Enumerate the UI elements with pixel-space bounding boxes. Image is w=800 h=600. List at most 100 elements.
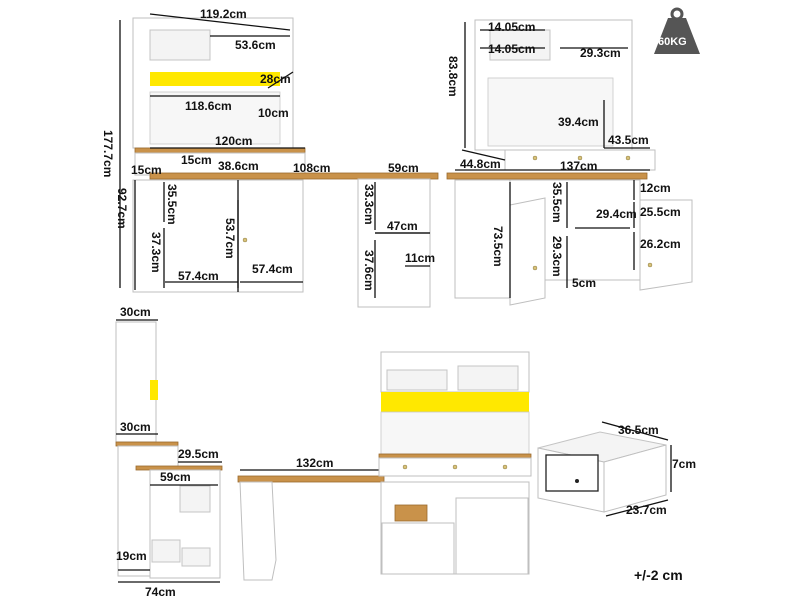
dim-drawer-height: 7cm — [672, 457, 696, 471]
assembled-knob — [452, 464, 458, 470]
back-drawer-knob — [625, 155, 631, 161]
back-view: 14.05cm 14.05cm 29.3cm 83.8cm 39.4cm 43.… — [446, 19, 693, 306]
dim-line — [461, 149, 506, 161]
dim-top-shelf-2: 14.05cm — [488, 42, 535, 56]
dim-side-width: 47cm — [387, 219, 418, 233]
dim-drawer-right: 38.6cm — [218, 159, 259, 173]
back-drawer-knob — [532, 155, 538, 161]
assembled-view — [378, 351, 532, 575]
dim-door-upper: 25.5cm — [640, 205, 681, 219]
back-hutch-shelf — [489, 29, 551, 61]
assembled-led — [381, 392, 529, 412]
side-extension-leg — [239, 481, 277, 581]
dim-drawer-width: 23.7cm — [626, 503, 667, 517]
assembled-knob — [402, 464, 408, 470]
back-side-panel — [454, 179, 511, 299]
dim-top-depth: 30cm — [120, 305, 151, 319]
dim-drawer-depth: 36.5cm — [618, 423, 659, 437]
dim-inner-width: 118.6cm — [185, 99, 232, 113]
weight-handle — [670, 7, 684, 21]
side-view: 30cm 30cm 29.5cm 132cm 59cm 19cm 74cm — [115, 305, 385, 599]
dim-side-lower: 37.6cm — [362, 250, 376, 291]
dim-door-lower: 26.2cm — [640, 237, 681, 251]
front-extension-top — [149, 172, 439, 180]
back-desk-top — [446, 172, 648, 180]
dim-line — [149, 13, 291, 31]
side-photo-3 — [181, 547, 211, 567]
back-pegboard — [487, 77, 614, 147]
front-desk-top — [134, 147, 306, 154]
assembled-left-door — [381, 522, 455, 575]
weight-badge: 60KG — [654, 7, 700, 54]
dim-cab-left: 57.4cm — [178, 269, 219, 283]
dim-hutch-height: 83.8cm — [446, 56, 460, 97]
dim-shelf-width: 53.6cm — [235, 38, 276, 52]
dim-drawer-mid: 15cm — [181, 153, 212, 167]
side-extension-top — [237, 475, 385, 483]
dim-peg-height: 39.4cm — [558, 115, 599, 129]
dim-drawer-depth: 44.8cm — [460, 157, 501, 171]
dim-base-depth: 74cm — [145, 585, 176, 599]
front-view: 119.2cm 53.6cm 28cm 118.6cm 10cm 177.7cm… — [101, 7, 439, 308]
dim-top-shelf-1: 14.05cm — [488, 20, 535, 34]
front-pegboard — [149, 91, 281, 145]
dim-gap-top: 12cm — [640, 181, 671, 195]
dim-side-gap: 11cm — [405, 251, 435, 265]
back-right-door — [639, 199, 693, 291]
dim-upper-width: 29.3cm — [580, 46, 621, 60]
dim-desk-height: 92.7cm — [115, 188, 129, 229]
dim-width-top: 119.2cm — [200, 7, 247, 21]
drawer-knob — [575, 479, 579, 483]
front-cabinet — [132, 179, 304, 293]
side-photo-2 — [151, 539, 181, 563]
dim-peg-depth: 43.5cm — [608, 133, 649, 147]
dim-door-height: 53.7cm — [223, 218, 237, 259]
drawer-view: 36.5cm 7cm 23.7cm — [537, 421, 696, 517]
dim-bottom-height: 19cm — [116, 549, 147, 563]
dim-total-height: 177.7cm — [101, 130, 115, 177]
dim-bottom-gap: 5cm — [572, 276, 596, 290]
dim-line — [605, 499, 669, 517]
side-hutch — [115, 321, 157, 443]
dim-extension-length: 108cm — [293, 161, 330, 175]
assembled-shelf-left — [386, 369, 448, 391]
tolerance-note: +/-2 cm — [634, 567, 683, 583]
front-led-strip — [150, 72, 280, 86]
dim-cab-right: 57.4cm — [252, 262, 293, 276]
dim-line — [601, 421, 669, 441]
drawer-front-panel — [545, 454, 599, 492]
dim-hutch-depth: 28cm — [260, 72, 291, 86]
side-photo-1 — [179, 485, 211, 513]
dim-extension: 132cm — [296, 456, 333, 470]
assembled-knob — [502, 464, 508, 470]
dim-drawer-left: 15cm — [131, 163, 162, 177]
dim-shelf-lower: 37.3cm — [149, 232, 163, 273]
dim-side-depth: 59cm — [160, 470, 191, 484]
dim-desk-length: 137cm — [560, 159, 597, 173]
assembled-shelf-right — [457, 365, 519, 391]
dim-mid-depth: 30cm — [120, 420, 151, 434]
front-side-leg — [357, 178, 431, 308]
assembled-desk-top — [378, 453, 532, 459]
dim-extension-depth: 59cm — [388, 161, 419, 175]
dim-lower-shelf: 29.3cm — [550, 236, 564, 277]
dim-inner-shelf: 29.4cm — [596, 207, 637, 221]
back-door-knob — [647, 262, 653, 268]
assembled-right-door — [455, 497, 529, 575]
weight-icon — [654, 18, 700, 54]
dim-desk-width: 120cm — [215, 134, 252, 148]
dim-desk-depth: 29.5cm — [178, 447, 219, 461]
back-drawer-knob — [577, 155, 583, 161]
dim-cabinet-height: 73.5cm — [491, 226, 505, 267]
assembled-pegboard — [380, 411, 530, 455]
front-hutch-shelf — [149, 29, 211, 61]
drawer-side — [603, 444, 667, 513]
side-led — [150, 380, 158, 400]
dim-shelf-height: 35.5cm — [550, 182, 564, 223]
dim-shelf-upper: 35.5cm — [165, 184, 179, 225]
weight-label: 60KG — [658, 36, 687, 48]
assembled-basket — [394, 504, 428, 522]
dim-side-upper: 33.3cm — [362, 184, 376, 225]
back-door-knob — [532, 265, 538, 271]
